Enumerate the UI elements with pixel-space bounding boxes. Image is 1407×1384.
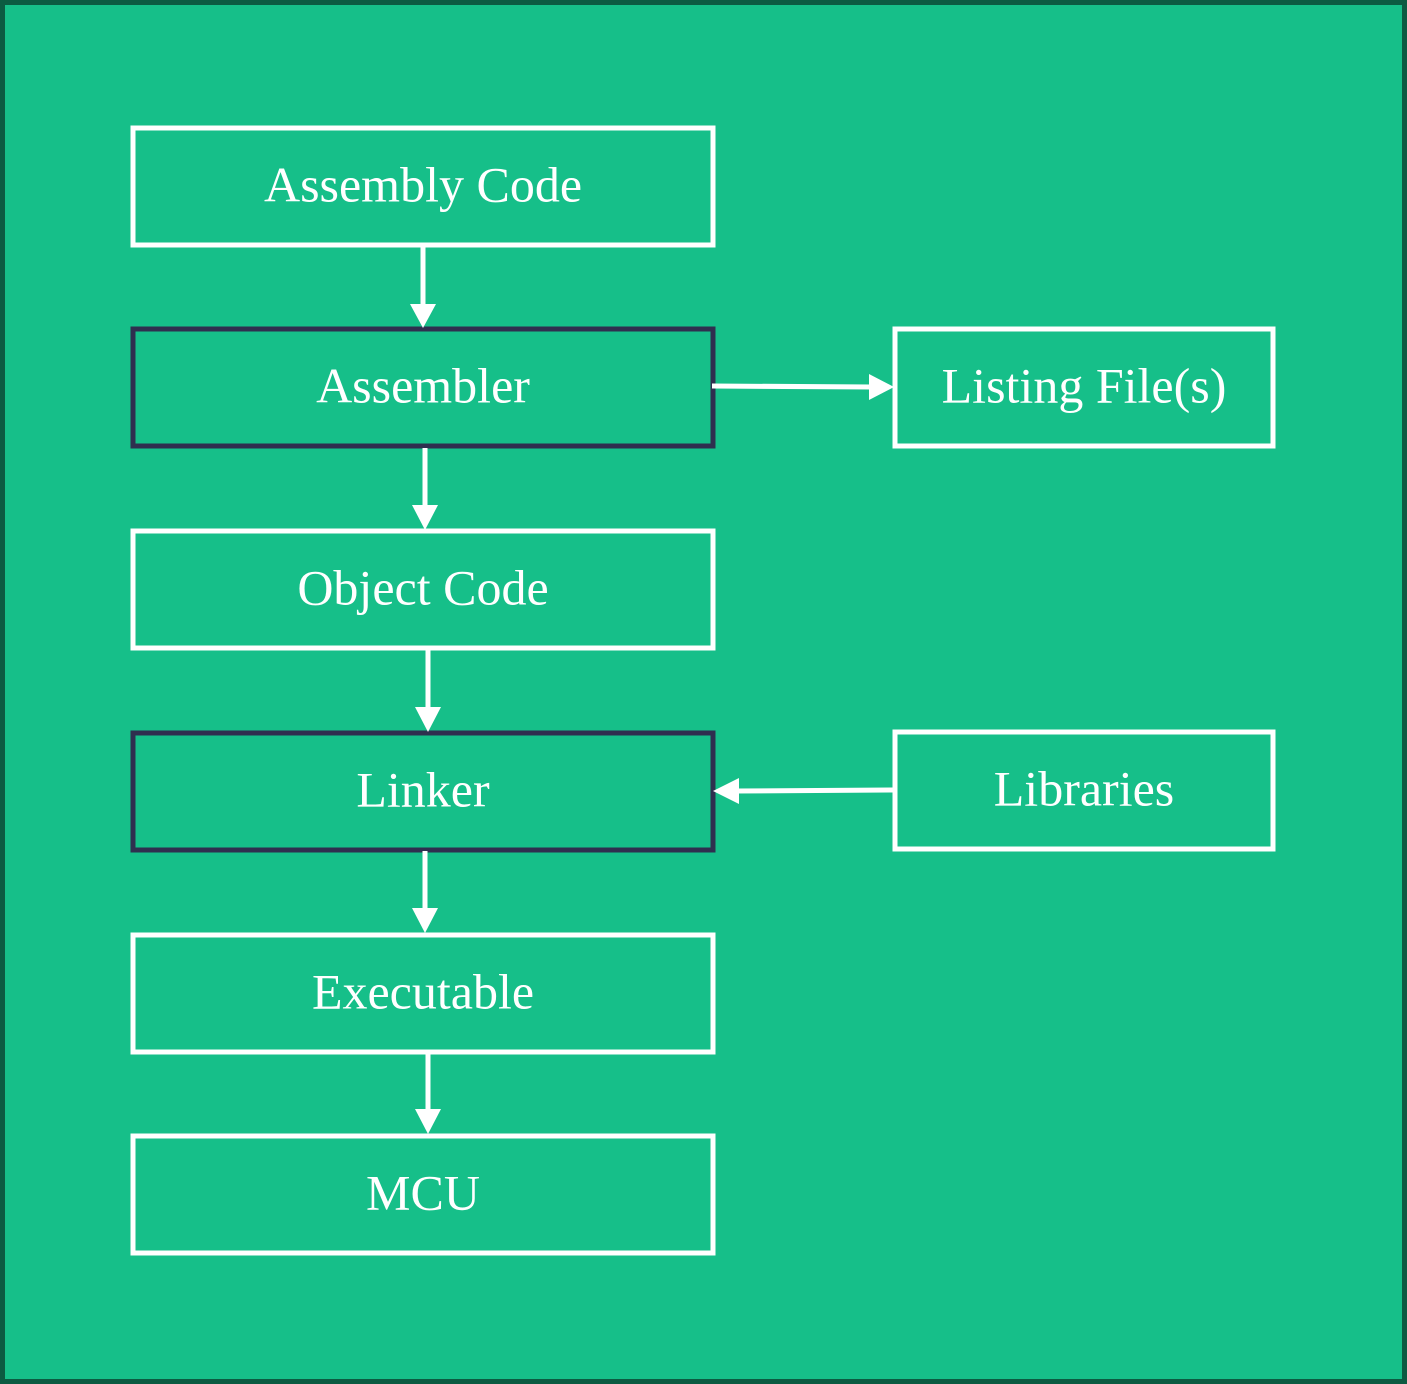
arrowhead-object-to-linker xyxy=(415,707,441,732)
arrow-libraries-to-linker xyxy=(735,787,895,794)
arrowhead-assembly-to-assembler xyxy=(410,304,436,328)
node-assembler: Assembler xyxy=(130,326,716,449)
node-mcu: MCU xyxy=(130,1133,716,1256)
node-libraries-label: Libraries xyxy=(994,760,1174,816)
node-assembler-label: Assembler xyxy=(316,357,530,413)
arrowhead-assembler-to-object xyxy=(412,505,438,530)
node-assembly-code-label: Assembly Code xyxy=(264,156,582,212)
node-listing-files: Listing File(s) xyxy=(892,326,1276,449)
node-libraries: Libraries xyxy=(892,729,1276,852)
node-object-code-label: Object Code xyxy=(297,559,548,615)
arrow-assembler-to-listing xyxy=(711,383,873,390)
arrowhead-executable-to-mcu xyxy=(415,1109,441,1134)
node-linker: Linker xyxy=(130,730,716,853)
node-listing-files-label: Listing File(s) xyxy=(942,357,1227,413)
arrowhead-linker-to-executable xyxy=(412,908,438,933)
node-executable: Executable xyxy=(130,932,716,1055)
node-assembly-code: Assembly Code xyxy=(130,125,716,248)
node-object-code: Object Code xyxy=(130,528,716,651)
node-executable-label: Executable xyxy=(312,963,534,1019)
node-linker-label: Linker xyxy=(356,761,490,817)
node-mcu-label: MCU xyxy=(366,1164,480,1220)
arrowhead-assembler-to-listing xyxy=(869,374,894,400)
arrowhead-libraries-to-linker xyxy=(713,778,739,804)
